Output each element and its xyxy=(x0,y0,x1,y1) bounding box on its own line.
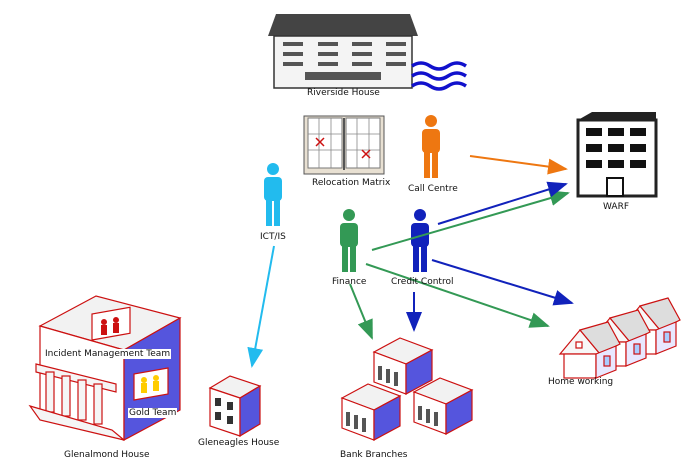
finance-label: Finance xyxy=(332,277,367,287)
warf-label: WARF xyxy=(603,202,629,212)
riverside-house-label: Riverside House xyxy=(307,88,380,98)
gleneagles-house-label: Gleneagles House xyxy=(198,438,280,448)
arrow-callcentre-to-warf xyxy=(469,155,568,175)
credit-control-label: Credit Control xyxy=(391,277,454,287)
ict-person-icon xyxy=(264,163,282,226)
gleneagles-house-icon xyxy=(208,375,262,438)
relocation-matrix-icon xyxy=(303,115,385,175)
arrow-finance-to-warf xyxy=(371,190,570,251)
arrow-credit-to-home xyxy=(431,259,574,306)
riverside-house-icon xyxy=(268,14,467,91)
incident-team-label: Incident Management Team xyxy=(44,349,172,359)
relocation-matrix-label: Relocation Matrix xyxy=(312,178,391,188)
glenalmond-house-icon xyxy=(28,295,182,442)
credit-control-person-icon xyxy=(411,209,429,272)
ict-label: ICT/IS xyxy=(260,232,286,242)
finance-person-icon xyxy=(340,209,358,272)
glenalmond-house-label: Glenalmond House xyxy=(64,450,150,460)
call-centre-person-icon xyxy=(422,115,440,178)
arrow-finance-to-home xyxy=(365,263,550,328)
home-working-houses-icon xyxy=(558,297,681,379)
arrow-ict-to-gleneagles xyxy=(247,245,275,368)
arrow-finance-to-bank xyxy=(349,283,373,340)
arrow-credit-to-warf xyxy=(437,181,568,225)
bank-branches-label: Bank Branches xyxy=(340,450,408,460)
warf-building-icon xyxy=(576,112,658,198)
call-centre-label: Call Centre xyxy=(408,184,458,194)
gold-team-label: Gold Team xyxy=(128,408,178,418)
home-working-label: Home working xyxy=(548,377,614,387)
bank-branches-icon xyxy=(340,337,474,442)
